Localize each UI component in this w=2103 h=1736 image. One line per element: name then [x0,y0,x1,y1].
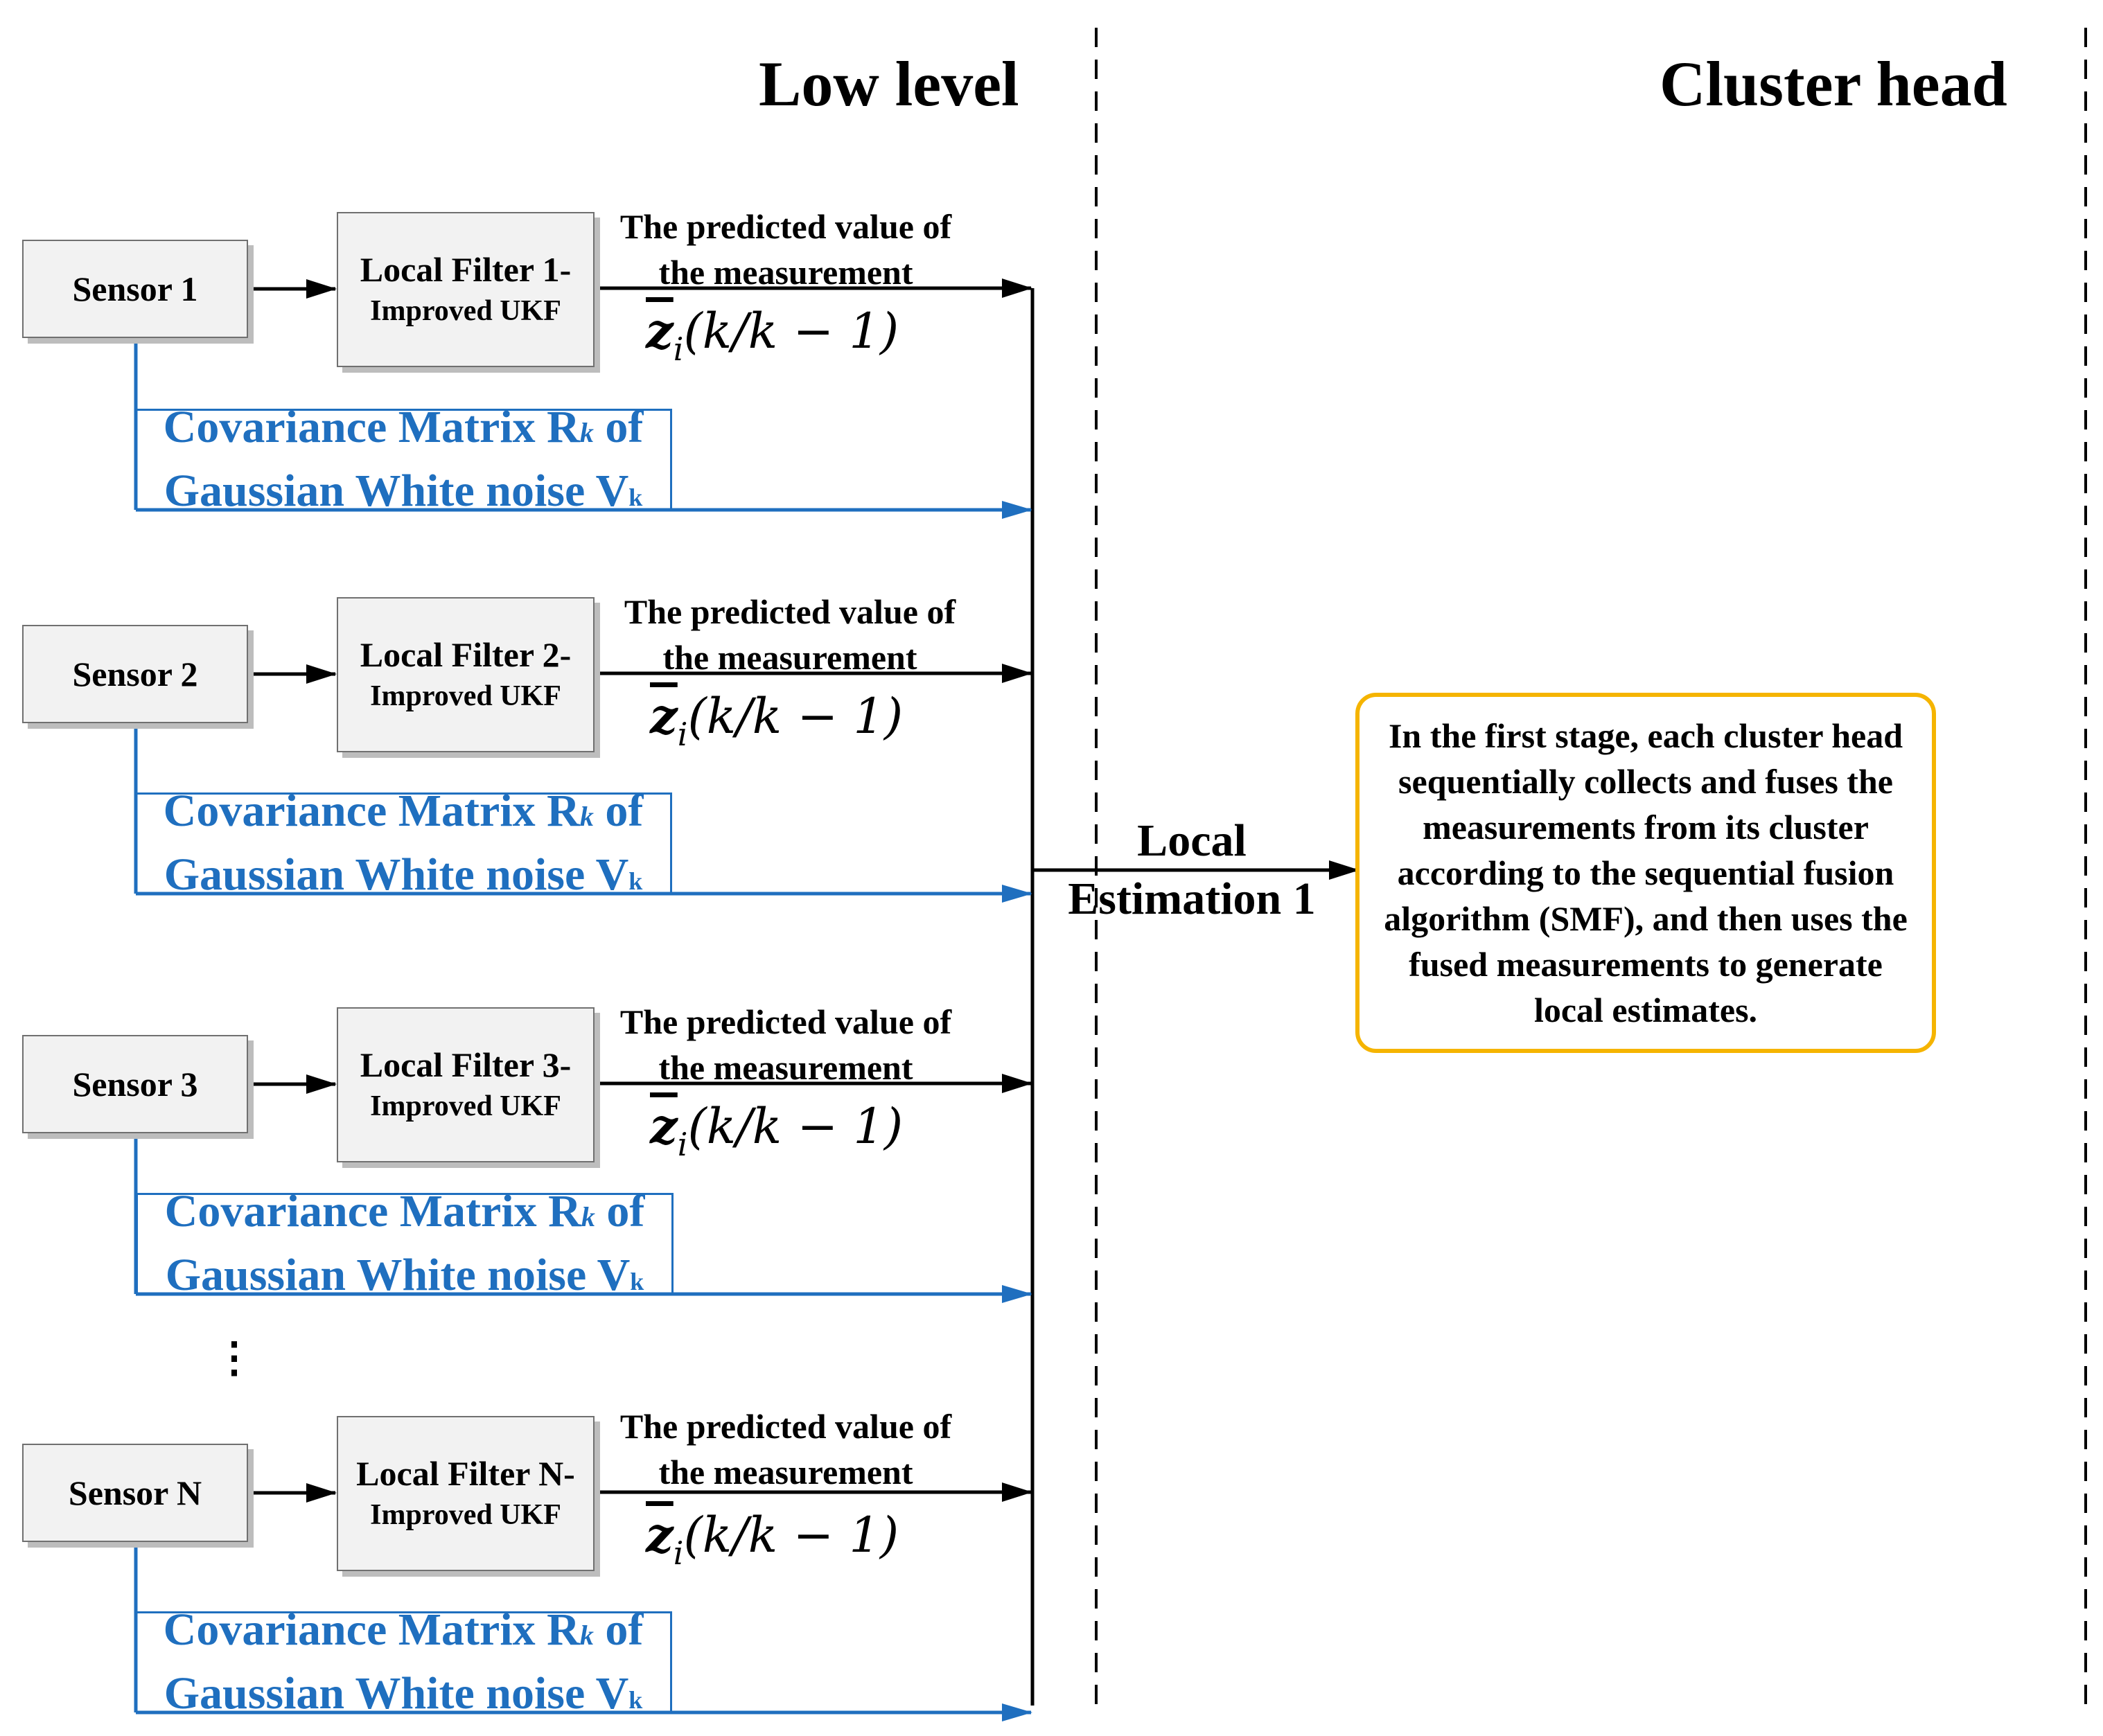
sensor-2-box[interactable]: Sensor 2 [22,625,248,723]
prediction-label-2-line2: the measurement [662,638,917,677]
predicted-measurement-formula-1: zi(k/k − 1) [646,302,899,368]
filter-3-name: Local Filter 3- [360,1045,572,1084]
filter-n-method: Improved UKF [370,1499,561,1531]
cluster-head-description-text: In the first stage, each cluster head se… [1384,716,1908,1029]
local-filter-3-box[interactable]: Local Filter 3- Improved UKF [337,1007,595,1162]
prediction-label-n-line2: the measurement [658,1453,913,1491]
prediction-label-n-line1: The predicted value of [619,1407,952,1446]
covariance-box-2 [134,792,672,894]
filter-2-name: Local Filter 2- [360,635,572,674]
filter-n-name: Local Filter N- [356,1454,575,1493]
prediction-label-1-line2: the measurement [658,253,913,292]
local-estimation-line2: Estimation 1 [1068,874,1316,924]
covariance-label-2: Covariance Matrix Rk of Gaussian White n… [163,786,644,900]
sensor-3-box[interactable]: Sensor 3 [22,1035,248,1133]
predicted-measurement-formula-n: zi(k/k − 1) [646,1506,899,1572]
local-filter-n-box[interactable]: Local Filter N- Improved UKF [337,1416,595,1571]
covariance-box-n [134,1611,672,1712]
sensor-n-box[interactable]: Sensor N [22,1444,248,1542]
local-filter-1-box[interactable]: Local Filter 1- Improved UKF [337,212,595,367]
filter-1-method: Improved UKF [370,295,561,327]
low-level-title: Low level [759,48,1019,119]
filter-1-name: Local Filter 1- [360,250,572,289]
covariance-label-1: Covariance Matrix Rk of Gaussian White n… [163,402,644,516]
more-sensors-ellipsis: ⋮ [213,1335,255,1381]
sensor-1-box[interactable]: Sensor 1 [22,240,248,338]
covariance-label-3: Covariance Matrix Rk of Gaussian White n… [164,1186,645,1300]
cluster-head-description: In the first stage, each cluster head se… [1355,693,1936,1053]
local-filter-2-box[interactable]: Local Filter 2- Improved UKF [337,597,595,752]
predicted-measurement-formula-2: zi(k/k − 1) [650,687,904,753]
covariance-label-n: Covariance Matrix Rk of Gaussian White n… [163,1604,644,1719]
prediction-label-1: The predicted value of the measurement [599,204,973,295]
prediction-label-2-line1: The predicted value of [624,592,956,631]
prediction-label-2: The predicted value of the measurement [603,589,977,680]
filter-3-method: Improved UKF [370,1090,561,1122]
local-estimation-line1: Local [1137,815,1247,866]
filter-2-method: Improved UKF [370,680,561,712]
local-estimation-label: Local Estimation 1 [1053,812,1330,928]
predicted-measurement-formula-3: zi(k/k − 1) [650,1097,904,1163]
covariance-box-1 [134,409,672,510]
prediction-label-1-line1: The predicted value of [619,207,952,246]
prediction-label-3-line2: the measurement [658,1048,913,1087]
covariance-box-3 [136,1193,674,1294]
prediction-label-3: The predicted value of the measurement [599,999,973,1090]
cluster-head-title: Cluster head [1660,48,2007,119]
prediction-label-n: The predicted value of the measurement [599,1403,973,1495]
prediction-label-3-line1: The predicted value of [619,1002,952,1041]
